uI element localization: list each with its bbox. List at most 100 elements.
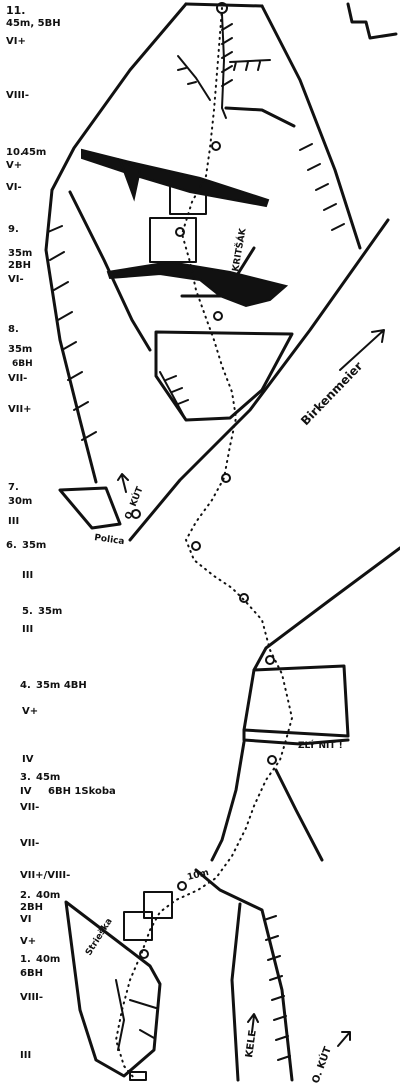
pitch-8-bolts: 6BH: [12, 359, 33, 369]
pitch-labels: 11. 45m, 5BH VI+ VIII- 10. 45m V+ VI- 9.…: [6, 4, 116, 1061]
lower-gully: [194, 868, 294, 1082]
belay-1: [139, 949, 149, 959]
pitch-5-number: 5.: [22, 606, 33, 617]
pitch-5-grade: III: [22, 624, 33, 635]
lower-block-base: [242, 728, 350, 746]
main-diagonal: [128, 218, 390, 542]
label-polica: Polica: [94, 533, 125, 547]
pitch-2-length: 40m: [36, 890, 60, 901]
pitch-8-number: 8.: [8, 324, 19, 335]
right-gully-ticks: [263, 915, 291, 1061]
pitch-2-grade-b: V+: [20, 936, 36, 947]
pitch-3-grade-b: VII-: [20, 802, 39, 813]
pitch-4-length: 35m 4BH: [36, 680, 87, 691]
pitch-10-length: 45m: [22, 147, 46, 158]
lower-block: [242, 664, 350, 738]
pitch-7-grade: III: [8, 516, 19, 527]
pitch-9-grade: VI-: [8, 274, 24, 285]
right-ridge-ticks: [299, 143, 345, 231]
kele-arrow: [247, 1013, 259, 1033]
pitch-3-bolts: 6BH 1Skoba: [48, 786, 116, 797]
pitch-6-length: 35m: [22, 540, 46, 551]
o-kut-top-arrow: [117, 473, 129, 493]
label-kele: KELE: [244, 1029, 259, 1058]
label-10m: 10m: [186, 868, 210, 883]
pitch-6-number: 6.: [6, 540, 17, 551]
label-birkenmeier: Birkenmeier: [298, 359, 365, 428]
pitch-2-bolts: 2BH: [20, 902, 43, 913]
pitch-7-length: 30m: [8, 496, 32, 507]
left-pillar-outer: [44, 188, 98, 484]
pitch-10-grade-a: V+: [6, 160, 22, 171]
pitch-1-bolts: 6BH: [20, 968, 43, 979]
pitch-1-length: 40m: [36, 954, 60, 965]
pitch-11-number: 11.: [6, 4, 26, 17]
roof-upper: [81, 148, 270, 208]
pitch-7-number: 7.: [8, 482, 19, 493]
pitch-8-grade-a: VII-: [8, 373, 27, 384]
belay-10: [211, 141, 221, 151]
upper-trunk: [221, 13, 227, 119]
pitch-3-length: 45m: [36, 772, 60, 783]
upper-summit-edge: [184, 2, 264, 8]
rock-hatching: [47, 23, 345, 441]
block-pitch-8: [154, 330, 294, 422]
strieska-slab: [64, 900, 162, 1078]
label-o-kut-bottom: O. KÚT: [309, 1045, 334, 1085]
label-zly-nit: ZLÝ NIT !: [298, 739, 343, 751]
lower-wall-left: [210, 740, 246, 862]
roofs: [81, 148, 289, 308]
pitch-10-number: 10.: [6, 147, 24, 158]
pitch-1-grade-a: VIII-: [20, 992, 43, 1003]
upper-ledge-ticks: [229, 59, 271, 71]
pitch-6-grade: III: [22, 570, 33, 581]
lower-pillar-ticks: [159, 371, 189, 421]
left-pillar-inner: [68, 190, 152, 352]
upper-right-ridge: [260, 4, 362, 250]
upper-left-ridge: [50, 2, 188, 192]
belay-box-2a: [123, 911, 153, 941]
lower-wall: [64, 546, 400, 1082]
strieska-crack: [115, 979, 157, 1051]
left-pillar-ticks: [47, 225, 97, 441]
pitch-4-grade-a: V+: [22, 706, 38, 717]
pitch-4-number: 4.: [20, 680, 31, 691]
annotations: KRITŠÁK Birkenmeier O. KÚT Polica ZLÝ NI…: [83, 226, 365, 1085]
pitch-9-length: 35m: [8, 248, 32, 259]
roof-kritsak: [106, 260, 289, 308]
pitch-8-grade-b: VII+: [8, 404, 32, 415]
summit-notch: [346, 2, 398, 40]
pitch-2-grade-a: VI: [20, 914, 31, 925]
pitch-11-grade-b: VIII-: [6, 90, 29, 101]
left-arrow-branch: [177, 55, 211, 101]
belay-start: [129, 1071, 147, 1081]
pitch-1-number: 1.: [20, 954, 31, 965]
pitch-10-grade-b: VI-: [6, 182, 22, 193]
belay-9: [175, 227, 185, 237]
belay-5: [239, 593, 249, 603]
belay-4: [265, 655, 275, 665]
trunk-ticks: [221, 23, 233, 87]
pitch-9-bolts: 2BH: [8, 260, 31, 271]
belay-o-kut: [131, 509, 141, 519]
pitch-3-grade-c: VII-: [20, 838, 39, 849]
pitch-9-number: 9.: [8, 224, 19, 235]
belay-6: [191, 541, 201, 551]
belay-3: [267, 755, 277, 765]
belay-box-2b: [143, 891, 173, 919]
pitch-11-length: 45m, 5BH: [6, 18, 61, 29]
pitch-3-number: 3.: [20, 772, 31, 783]
pitch-5-length: 35m: [38, 606, 62, 617]
belay-11-top: [216, 2, 228, 14]
belay-8: [213, 311, 223, 321]
belay-2: [177, 881, 187, 891]
belay-stations: [131, 2, 277, 959]
pitch-2-number: 2.: [20, 890, 31, 901]
belay-7: [221, 473, 231, 483]
pitch-3-grade-a: IV: [20, 786, 32, 797]
pitch-1-grade-b: III: [20, 1050, 31, 1061]
pitch-4-grade-b: IV: [22, 754, 34, 765]
pitch-11-grade-a: VI+: [6, 36, 26, 47]
arrows: [117, 329, 385, 1047]
birkenmeier-arrow: [339, 329, 385, 371]
